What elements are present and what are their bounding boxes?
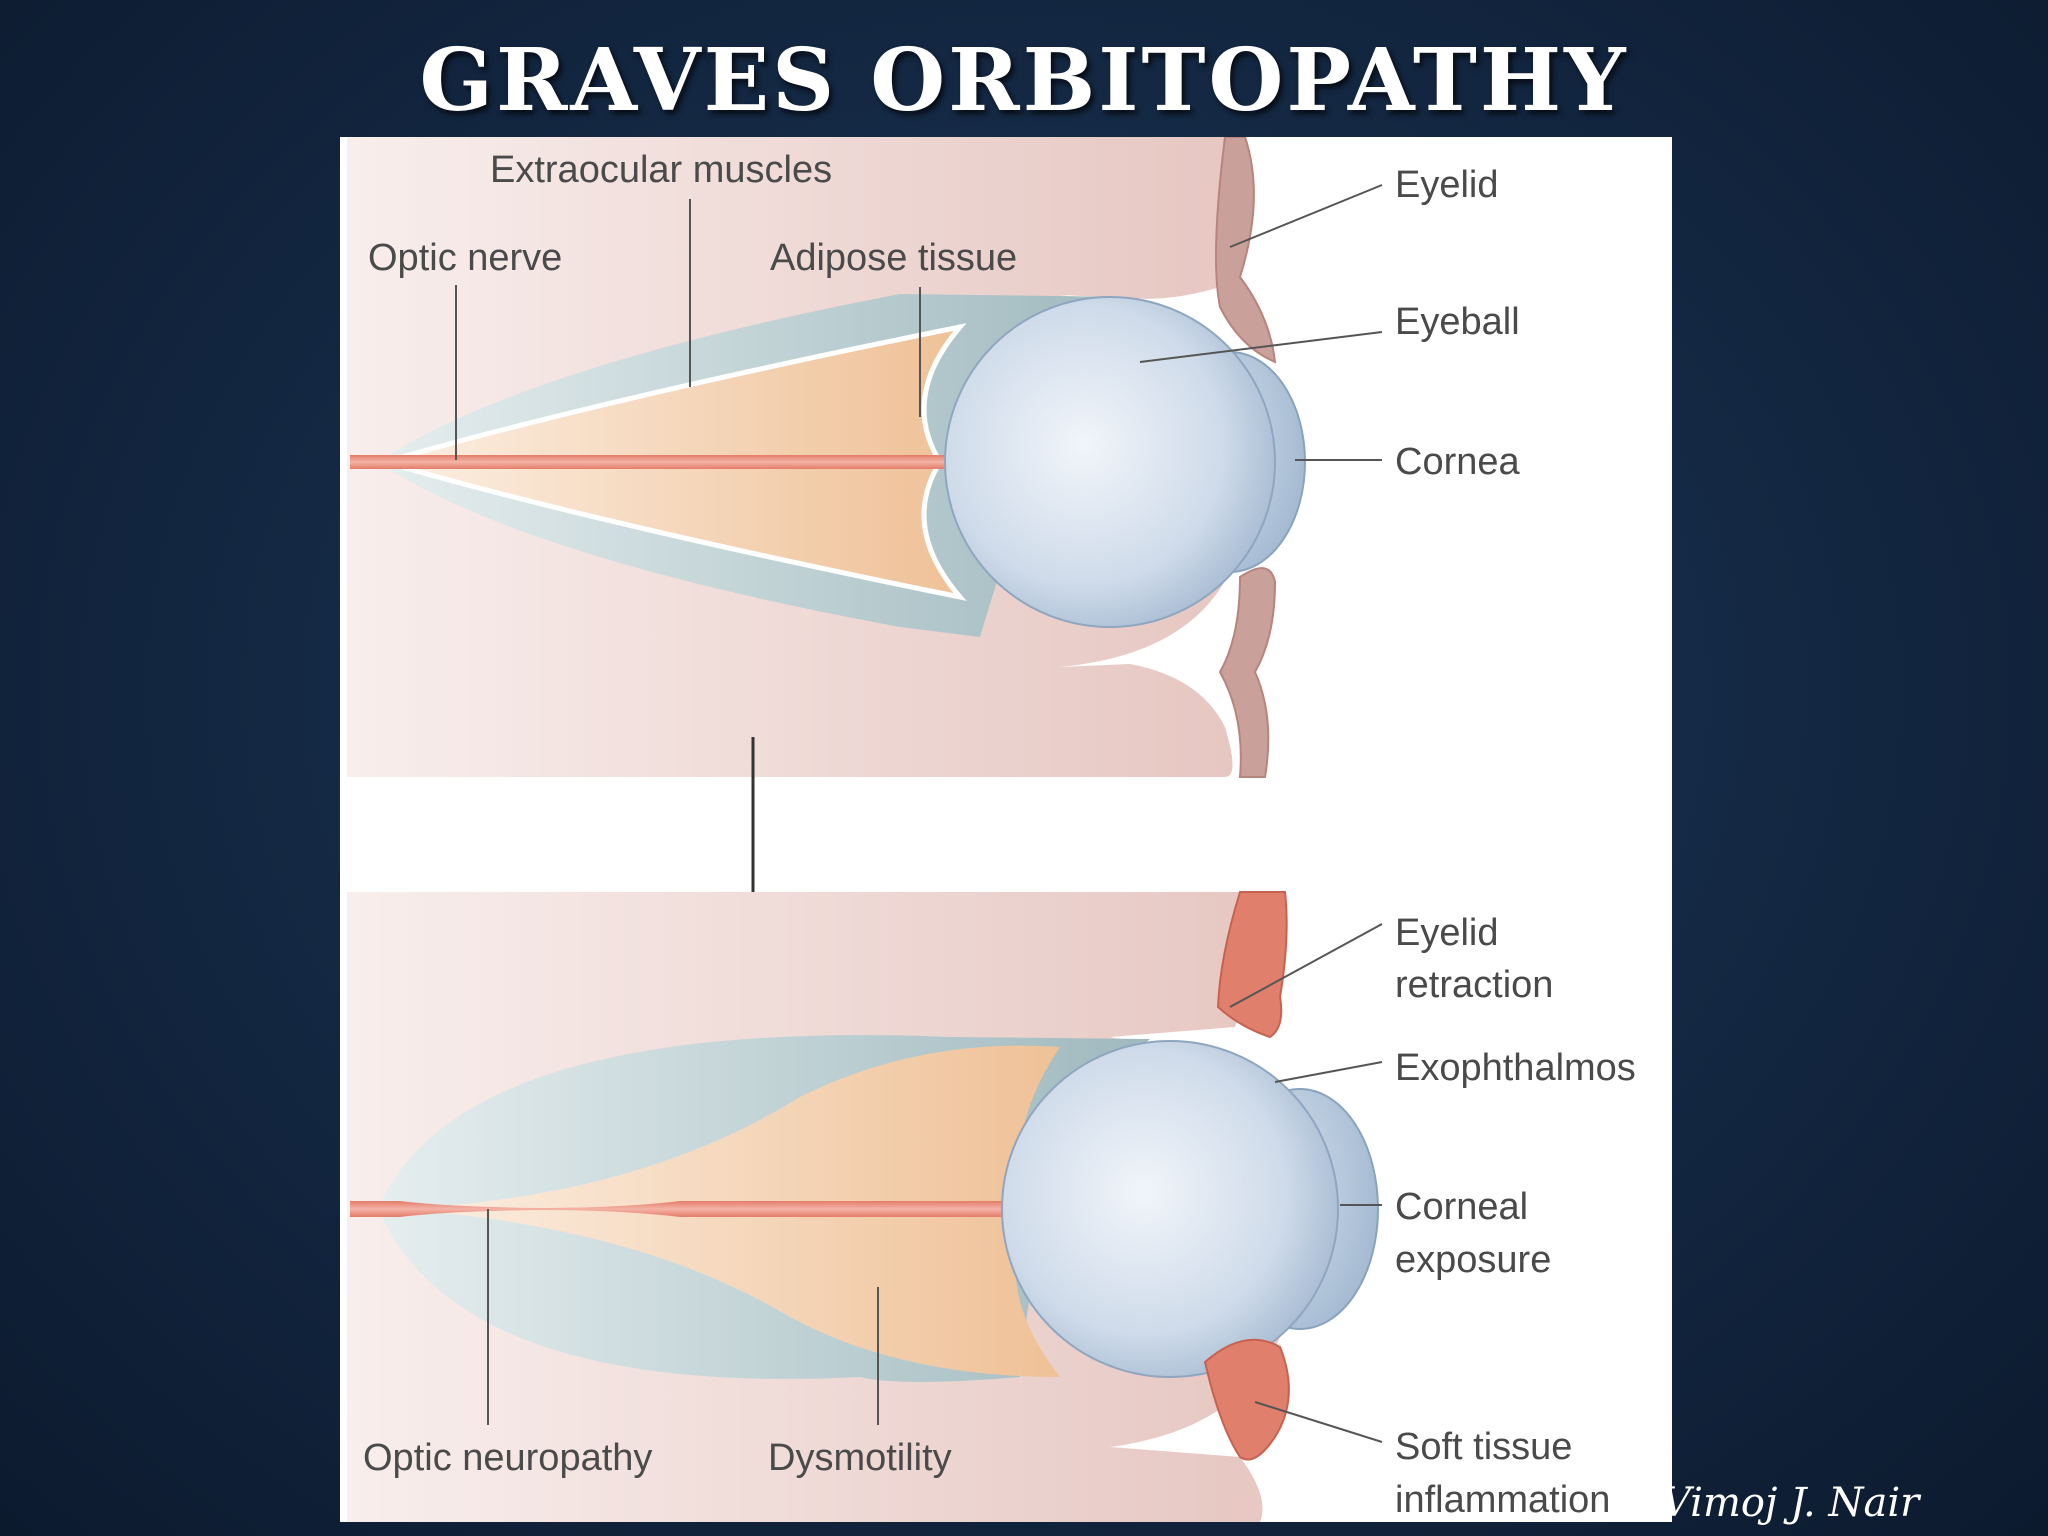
bottom-panel	[347, 891, 1379, 1522]
label-corneal-exposure-line1: Corneal	[1395, 1186, 1528, 1228]
leader-lines	[455, 184, 1383, 1443]
label-corneal-exposure-line2: exposure	[1395, 1239, 1551, 1281]
label-eyeball: Eyeball	[1395, 301, 1520, 343]
orbit-diagram-svg: Extraocular muscles Optic nerve Adipose …	[347, 137, 1636, 1522]
label-exophthalmos: Exophthalmos	[1395, 1047, 1636, 1089]
bottom-upper-eyelid	[1216, 891, 1288, 1039]
author-credit: Vimoj J. Nair	[1662, 1480, 1920, 1526]
bottom-lower-eyelid	[1203, 1338, 1290, 1461]
top-upper-eyelid	[1215, 137, 1277, 364]
label-eyelid-retraction-line1: Eyelid	[1395, 912, 1499, 954]
label-soft-tissue-line2: inflammation	[1395, 1479, 1610, 1521]
top-panel	[347, 137, 1306, 778]
label-optic-neuropathy: Optic neuropathy	[363, 1437, 652, 1479]
label-eyelid-retraction-line2: retraction	[1395, 964, 1553, 1006]
label-eyelid: Eyelid	[1395, 164, 1499, 206]
top-optic-nerve	[350, 455, 970, 469]
slide-title: GRAVES ORBITOPATHY	[419, 30, 1629, 131]
bottom-eyeball	[1001, 1040, 1339, 1378]
top-lower-eyelid	[1218, 567, 1277, 778]
labels: Extraocular muscles Optic nerve Adipose …	[363, 149, 1636, 1521]
label-dysmotility: Dysmotility	[768, 1437, 952, 1479]
label-adipose-tissue: Adipose tissue	[770, 237, 1017, 279]
bottom-optic-nerve	[350, 1201, 1040, 1217]
orbit-diagram: Extraocular muscles Optic nerve Adipose …	[340, 137, 1672, 1522]
label-optic-nerve: Optic nerve	[368, 237, 562, 279]
label-cornea: Cornea	[1395, 441, 1520, 483]
label-soft-tissue-line1: Soft tissue	[1395, 1426, 1572, 1468]
top-eyeball	[944, 296, 1276, 628]
label-extraocular-muscles: Extraocular muscles	[490, 149, 832, 191]
